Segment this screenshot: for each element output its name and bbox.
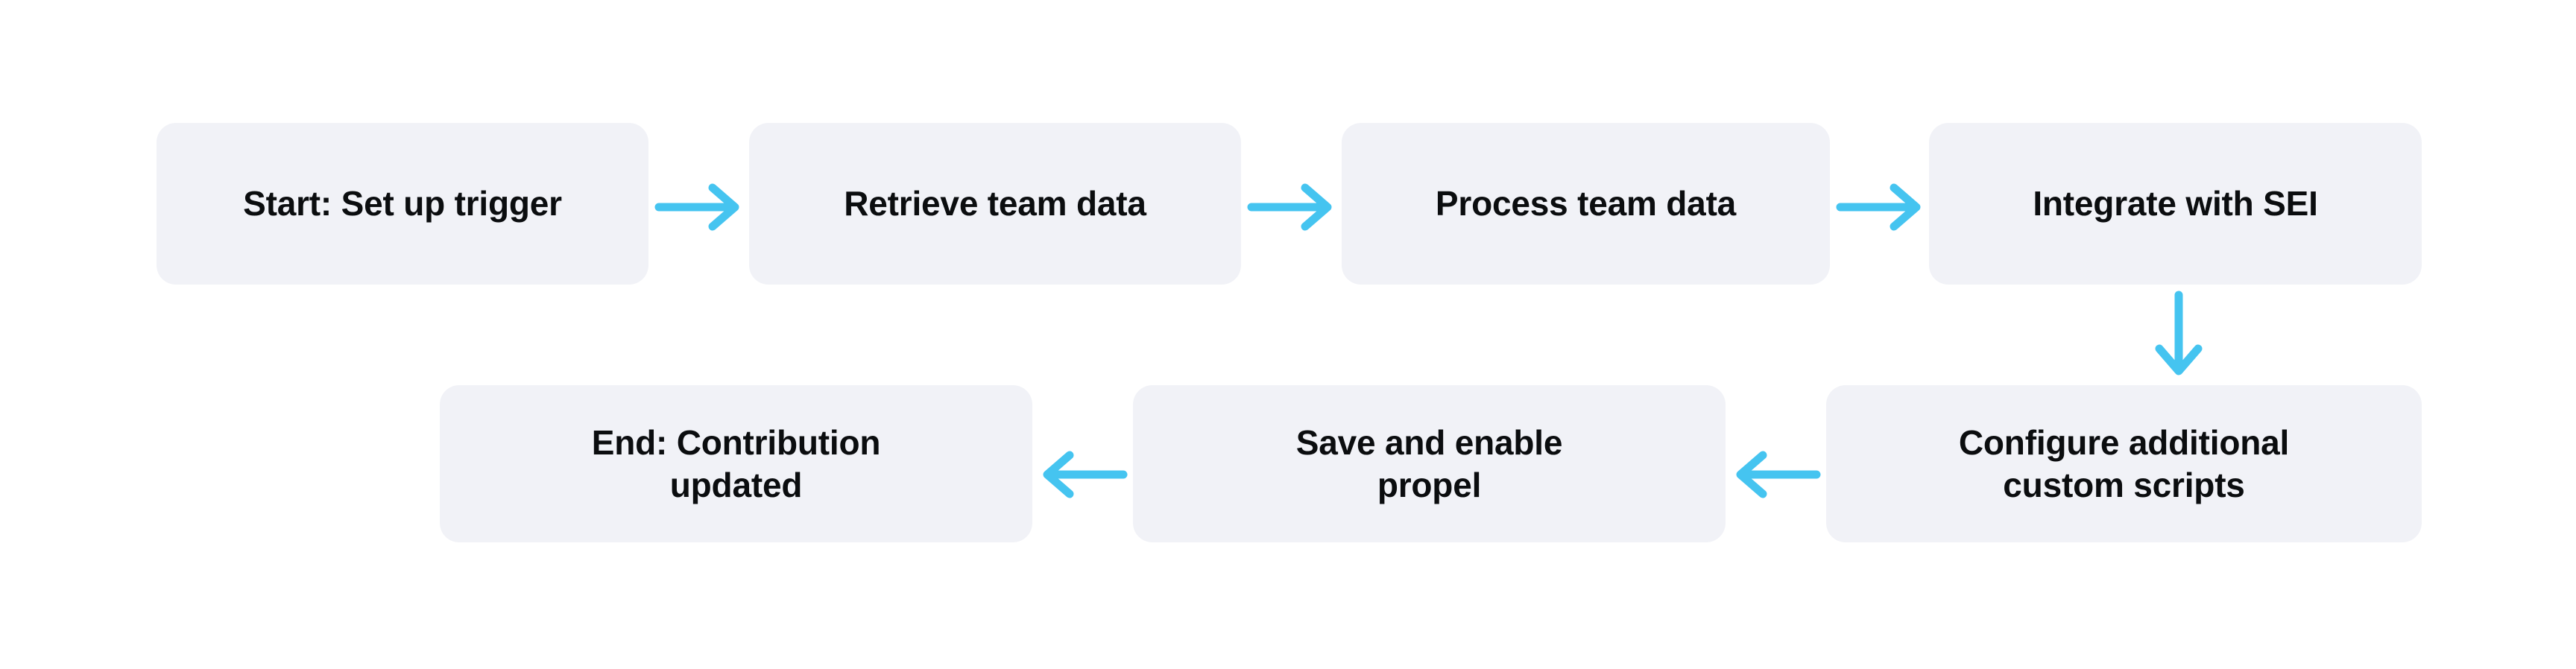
flow-node-start-label: Start: Set up trigger	[243, 184, 562, 223]
flow-node-retrieve-team-data-label: Retrieve team data	[844, 184, 1146, 223]
flow-node-save-and-enable-propel-label: Save and enable propel	[1295, 423, 1563, 504]
arrow-right-start-to-retrieve	[654, 181, 742, 233]
arrow-left-save-to-end	[1040, 448, 1128, 501]
flow-node-retrieve-team-data[interactable]: Retrieve team data	[749, 123, 1241, 285]
flow-node-process-team-data-label: Process team data	[1435, 184, 1737, 223]
flow-node-save-and-enable-propel[interactable]: Save and enable propel	[1133, 385, 1726, 542]
arrow-left-configure-to-save	[1733, 448, 1821, 501]
flow-node-configure-additional-custom-scripts-label: Configure additional custom scripts	[1958, 423, 2290, 504]
flow-node-integrate-with-sei-label: Integrate with SEI	[2033, 184, 2318, 223]
flow-node-process-team-data[interactable]: Process team data	[1342, 123, 1830, 285]
flow-node-end-contribution-updated[interactable]: End: Contribution updated	[440, 385, 1032, 542]
flow-node-integrate-with-sei[interactable]: Integrate with SEI	[1929, 123, 2422, 285]
flow-node-end-contribution-updated-label: End: Contribution updated	[591, 423, 881, 504]
arrow-down-integrate-to-configure	[2153, 291, 2205, 378]
arrow-right-retrieve-to-process	[1247, 181, 1335, 233]
arrow-right-process-to-integrate	[1836, 181, 1924, 233]
flow-node-configure-additional-custom-scripts[interactable]: Configure additional custom scripts	[1826, 385, 2422, 542]
flow-node-start[interactable]: Start: Set up trigger	[157, 123, 648, 285]
